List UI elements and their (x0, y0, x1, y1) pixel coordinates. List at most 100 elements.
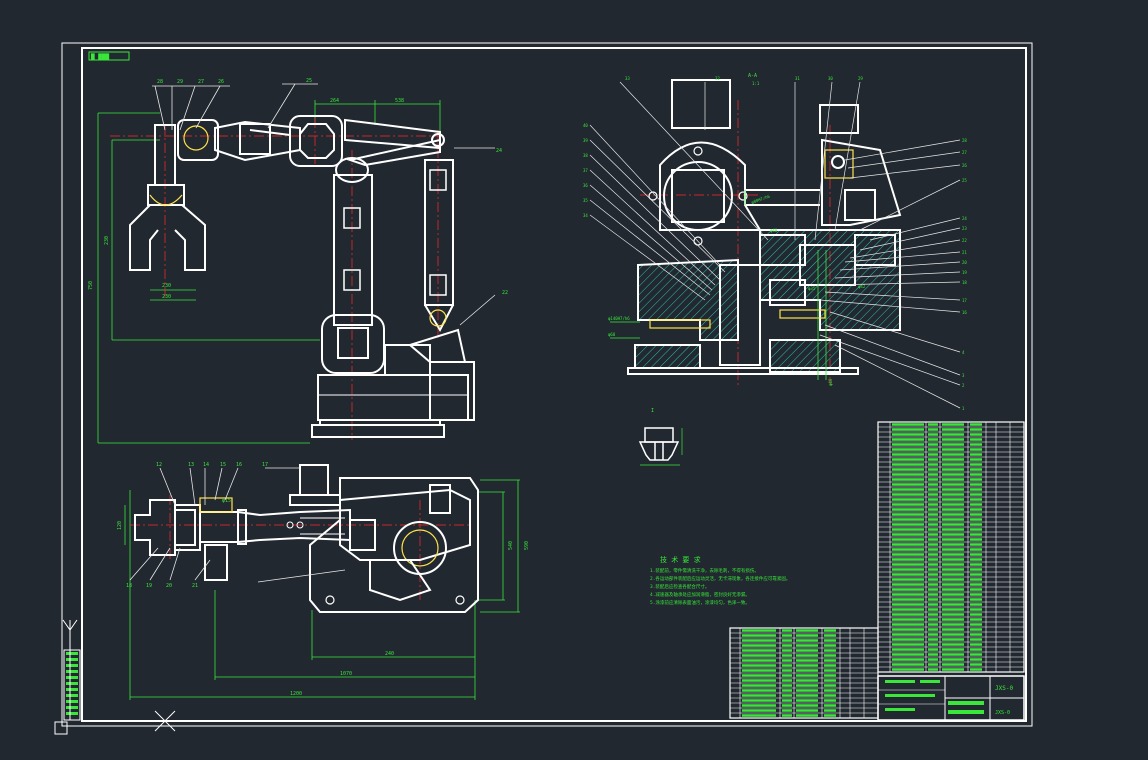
table-row (892, 423, 924, 426)
svg-text:25: 25 (306, 78, 312, 84)
link-bar-front[interactable] (344, 118, 445, 167)
svg-text:技 术 要 求: 技 术 要 求 (660, 555, 701, 564)
base-front[interactable] (311, 328, 475, 438)
svg-text:16: 16 (236, 462, 242, 468)
svg-text:18: 18 (126, 583, 132, 589)
table-row (942, 518, 964, 521)
table-row (928, 508, 938, 511)
plan-view-centerlines (130, 495, 470, 600)
table-row (928, 548, 938, 551)
table-row (942, 503, 964, 506)
table-row (796, 699, 818, 702)
section-upper-housing[interactable] (648, 79, 820, 246)
svg-text:I: I (651, 408, 654, 414)
svg-text:φ40: φ40 (770, 228, 778, 233)
table-row (970, 553, 982, 556)
table-row (928, 493, 938, 496)
table-row (824, 684, 836, 687)
table-row (892, 523, 924, 526)
svg-text:26: 26 (218, 79, 224, 85)
table-row (824, 669, 836, 672)
table-row (928, 538, 938, 541)
table-row (942, 628, 964, 631)
table-row (892, 568, 924, 571)
section-lower-housing[interactable] (627, 229, 901, 375)
table-row (892, 473, 924, 476)
table-row (742, 709, 776, 712)
table-row (942, 528, 964, 531)
table-row (970, 438, 982, 441)
table-row (970, 538, 982, 541)
table-row (892, 558, 924, 561)
svg-text:120: 120 (117, 521, 123, 530)
table-row (970, 463, 982, 466)
table-row (942, 498, 964, 501)
svg-text:540: 540 (508, 541, 514, 550)
table-row (892, 623, 924, 626)
table-row (970, 613, 982, 616)
svg-text:25: 25 (962, 178, 967, 183)
front-view-leaders (152, 83, 496, 326)
table-row (742, 714, 776, 717)
section-dimensions (610, 190, 827, 380)
table-row (742, 654, 776, 657)
rear-link-front[interactable] (424, 159, 454, 333)
svg-text:1.装配前，零件需清洗干净，去除毛刺，不得有损伤。: 1.装配前，零件需清洗干净，去除毛刺，不得有损伤。 (650, 567, 759, 574)
table-row (942, 588, 964, 591)
table-row (824, 649, 836, 652)
svg-text:φ35: φ35 (808, 286, 816, 291)
svg-text:17: 17 (962, 298, 967, 303)
table-row (942, 623, 964, 626)
table-row (824, 664, 836, 667)
front-view[interactable]: 750 230 264 538 230 230 (88, 78, 508, 444)
table-row (928, 423, 938, 426)
svg-text:33: 33 (625, 76, 630, 81)
svg-text:φ40: φ40 (828, 378, 833, 386)
plan-view[interactable]: 1200 1070 240 590 540 120 φ15 (117, 462, 530, 700)
section-view[interactable]: A-A 1:1 (583, 73, 967, 411)
table-row (796, 644, 818, 647)
table-row (928, 463, 938, 466)
upper-arm-front[interactable] (333, 157, 373, 326)
table-row (928, 598, 938, 601)
svg-text:40: 40 (583, 123, 588, 128)
ucs-axis-icon (54, 619, 78, 735)
section-leaders-left (589, 81, 769, 301)
table-row (928, 573, 938, 576)
svg-text:20: 20 (962, 260, 967, 265)
table-row (970, 593, 982, 596)
table-row (782, 709, 792, 712)
table-row (942, 638, 964, 641)
table-row (892, 613, 924, 616)
table-row (782, 694, 792, 697)
svg-text:φ15: φ15 (222, 498, 231, 504)
section-right-bracket[interactable] (819, 104, 902, 226)
svg-text:21: 21 (192, 583, 198, 589)
parts-list-table[interactable] (877, 421, 1025, 673)
table-row (892, 573, 924, 576)
table-row (892, 438, 924, 441)
parts-list-table-extension[interactable] (729, 627, 879, 719)
table-row (782, 679, 792, 682)
detail-view-i[interactable]: I (638, 408, 683, 466)
svg-text:4.减速器及轴承处应加润滑脂，密封良好无渗漏。: 4.减速器及轴承处应加润滑脂，密封良好无渗漏。 (650, 591, 750, 598)
table-row (824, 679, 836, 682)
table-row (928, 448, 938, 451)
table-row (970, 663, 982, 666)
table-row (928, 443, 938, 446)
table-row (928, 433, 938, 436)
table-row (970, 498, 982, 501)
table-row (928, 588, 938, 591)
table-row (970, 483, 982, 486)
forearm-front[interactable] (214, 115, 343, 167)
gripper-front[interactable] (129, 119, 219, 271)
table-row (942, 593, 964, 596)
body-plan[interactable] (289, 464, 479, 613)
title-block[interactable]: JXS-0 JXS-0 (877, 675, 1025, 721)
table-row (742, 669, 776, 672)
table-row (824, 704, 836, 707)
table-row (970, 543, 982, 546)
table-row (970, 588, 982, 591)
table-row (942, 543, 964, 546)
